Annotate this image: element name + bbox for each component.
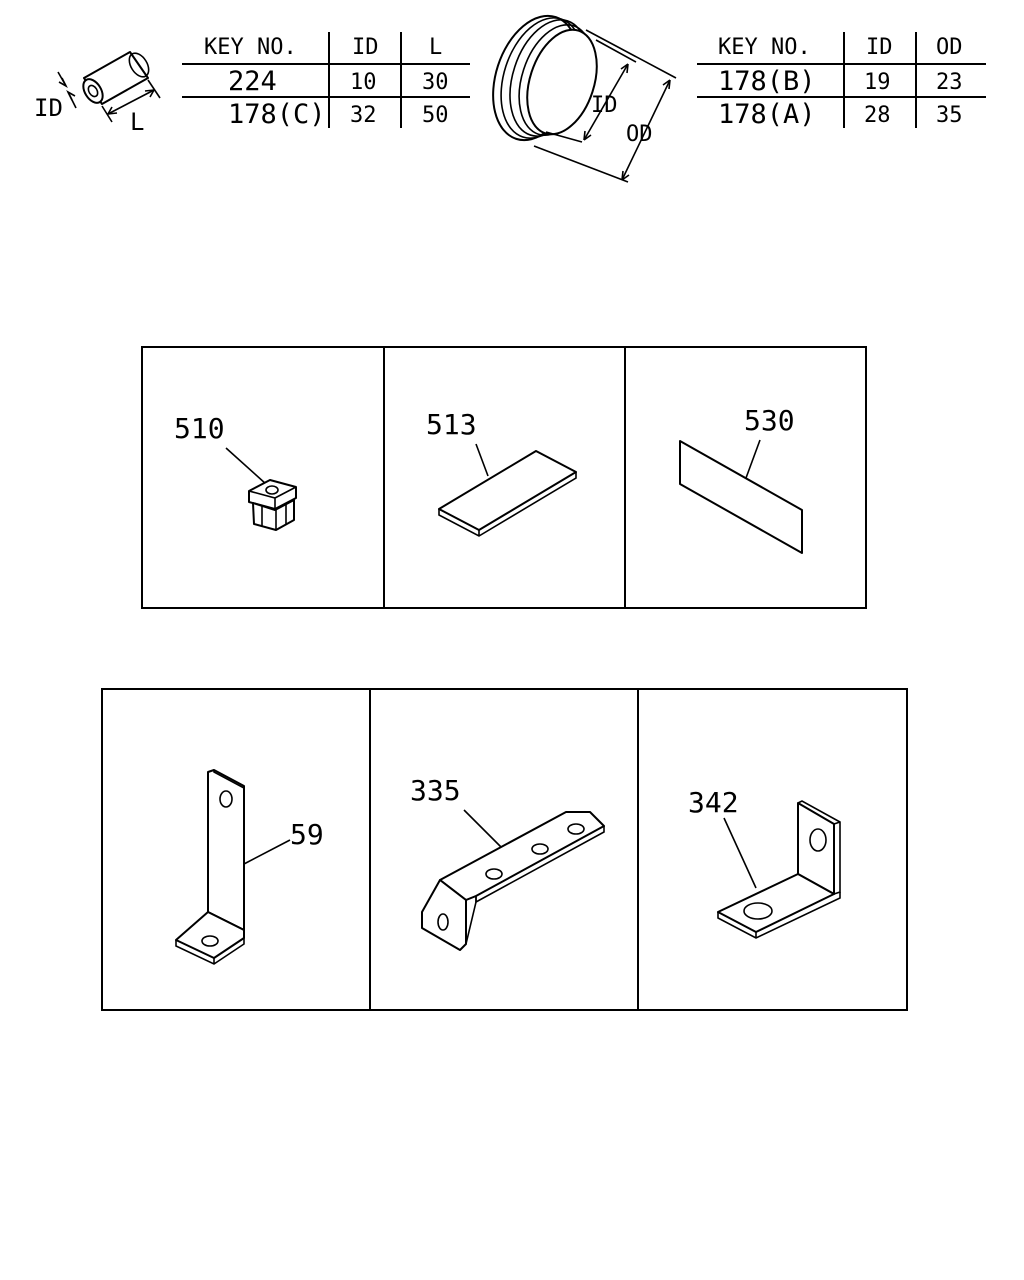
grommet-row2-od: 35: [936, 103, 963, 128]
part-label-335: 335: [410, 774, 461, 807]
pad-513: [438, 443, 577, 537]
part-label-510: 510: [174, 412, 225, 445]
hose-row2-l: 50: [422, 103, 449, 128]
grommet-sketch: [492, 14, 677, 183]
hose-id-label: ID: [34, 94, 63, 122]
part-label-513: 513: [426, 408, 477, 441]
grommet-id-label: ID: [591, 93, 618, 118]
hose-header-id: ID: [352, 35, 379, 60]
hose-row2-id: 32: [350, 103, 377, 128]
part-label-59: 59: [290, 818, 324, 851]
grommet-row2-id: 28: [864, 103, 891, 128]
panel-row-2: [101, 688, 908, 1011]
grommet-header-id: ID: [866, 35, 893, 60]
bracket-342: [717, 800, 841, 939]
grommet-row2-key: 178(A): [718, 99, 816, 130]
hose-row1-l: 30: [422, 70, 449, 95]
hose-header-key: KEY NO.: [204, 35, 297, 60]
grommet-row1-key: 178(B): [718, 66, 816, 97]
sheet-530: [679, 439, 803, 554]
hose-l-label: L: [130, 108, 144, 136]
grommet-table-lines: [697, 32, 986, 128]
hose-row1-id: 10: [350, 70, 377, 95]
grommet-row1-od: 23: [936, 70, 963, 95]
part-label-530: 530: [744, 404, 795, 437]
bracket-335: [421, 809, 605, 951]
hose-sketch: [57, 51, 161, 123]
grommet-header-od: OD: [936, 35, 963, 60]
grommet-header-key: KEY NO.: [718, 35, 811, 60]
hose-row1-key: 224: [228, 66, 277, 97]
hose-header-l: L: [429, 35, 442, 60]
panel-row-1: [141, 346, 867, 609]
bracket-59: [175, 769, 291, 965]
part-label-342: 342: [688, 786, 739, 819]
clip-510: [225, 447, 297, 531]
hose-row2-key: 178(C): [228, 99, 326, 130]
hose-table-lines: [182, 32, 470, 128]
grommet-od-label: OD: [626, 122, 653, 147]
grommet-row1-id: 19: [864, 70, 891, 95]
